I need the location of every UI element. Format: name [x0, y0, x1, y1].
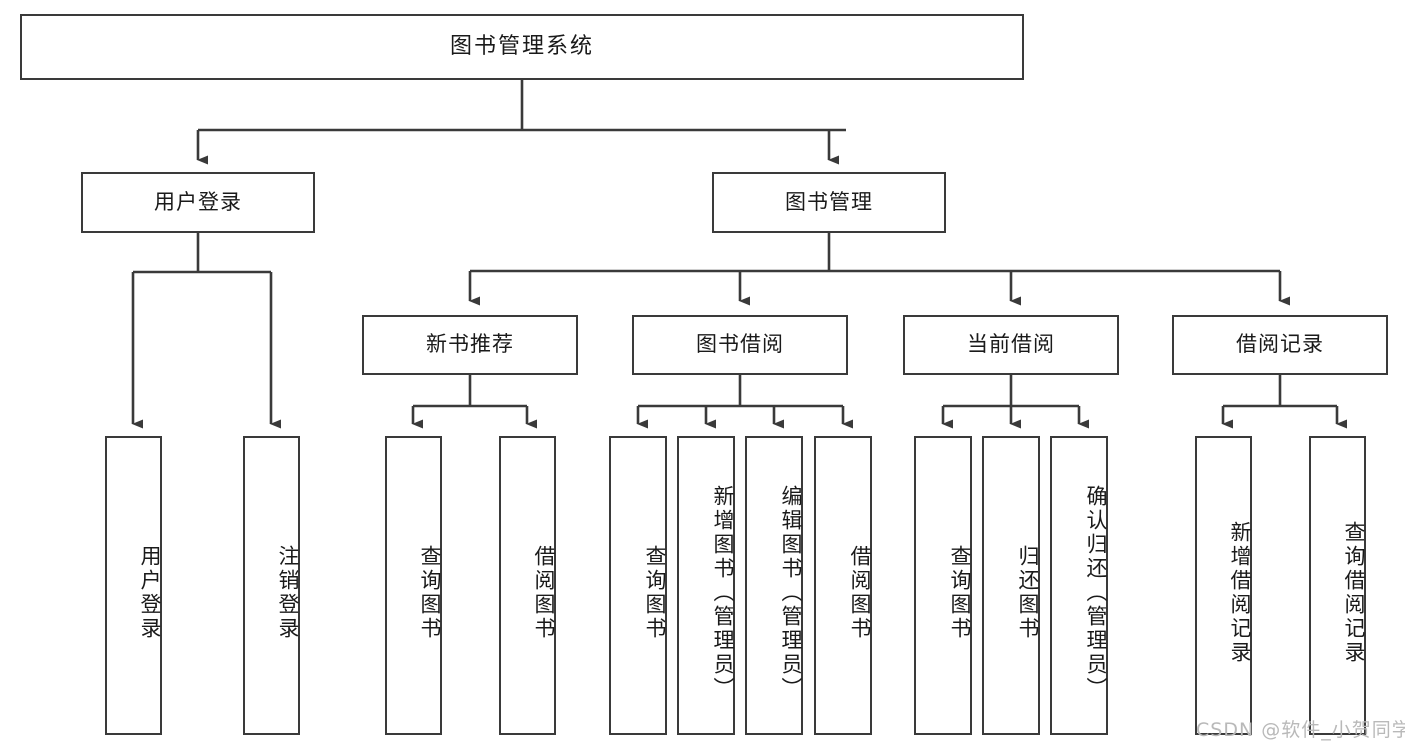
node-borrowing-records[interactable]: 借阅记录 [1172, 315, 1388, 375]
node-label: 借阅记录 [1236, 332, 1324, 357]
node-user-login[interactable]: 用户登录 [81, 172, 315, 233]
node-label: 新书推荐 [426, 332, 514, 357]
node-label: 借阅图书 [848, 544, 872, 641]
leaf-return-books[interactable]: 归还图书 [982, 436, 1040, 735]
node-label: 查询图书 [643, 544, 667, 641]
leaf-logout[interactable]: 注销登录 [243, 436, 300, 735]
node-label: 注销登录 [276, 544, 300, 641]
node-label: 图书管理 [785, 189, 873, 214]
leaf-query-books-current[interactable]: 查询图书 [914, 436, 972, 735]
node-book-borrowing[interactable]: 图书借阅 [632, 315, 848, 375]
leaf-edit-book-admin[interactable]: 编辑图书（管理员） [745, 436, 803, 735]
leaf-add-book-admin[interactable]: 新增图书（管理员） [677, 436, 735, 735]
leaf-query-books-new[interactable]: 查询图书 [385, 436, 442, 735]
node-label: 归还图书 [1016, 544, 1040, 641]
leaf-borrow-books-new[interactable]: 借阅图书 [499, 436, 556, 735]
node-label: 借阅图书 [532, 544, 556, 641]
leaf-borrow-books[interactable]: 借阅图书 [814, 436, 872, 735]
node-label: 图书管理系统 [449, 33, 594, 59]
leaf-confirm-return-admin[interactable]: 确认归还（管理员） [1050, 436, 1108, 735]
node-label: 新增图书（管理员） [711, 484, 735, 701]
leaf-query-books-borrow[interactable]: 查询图书 [609, 436, 667, 735]
leaf-add-borrow-record[interactable]: 新增借阅记录 [1195, 436, 1252, 735]
node-current-borrowing[interactable]: 当前借阅 [903, 315, 1119, 375]
node-label: 当前借阅 [967, 332, 1055, 357]
leaf-query-borrow-record[interactable]: 查询借阅记录 [1309, 436, 1366, 735]
node-book-management[interactable]: 图书管理 [712, 172, 946, 233]
node-label: 查询图书 [418, 544, 442, 641]
node-label: 查询图书 [948, 544, 972, 641]
node-label: 新增借阅记录 [1228, 520, 1252, 665]
node-label: 用户登录 [138, 544, 162, 641]
node-label: 编辑图书（管理员） [779, 484, 803, 701]
watermark: CSDN @软件_小贺同学 [1196, 719, 1405, 741]
node-new-book-recommendation[interactable]: 新书推荐 [362, 315, 578, 375]
node-label: 确认归还（管理员） [1084, 484, 1108, 701]
node-root-book-management-system[interactable]: 图书管理系统 [20, 14, 1024, 80]
leaf-user-login[interactable]: 用户登录 [105, 436, 162, 735]
node-label: 用户登录 [154, 189, 242, 214]
node-label: 查询借阅记录 [1342, 520, 1366, 665]
node-label: 图书借阅 [696, 332, 784, 357]
